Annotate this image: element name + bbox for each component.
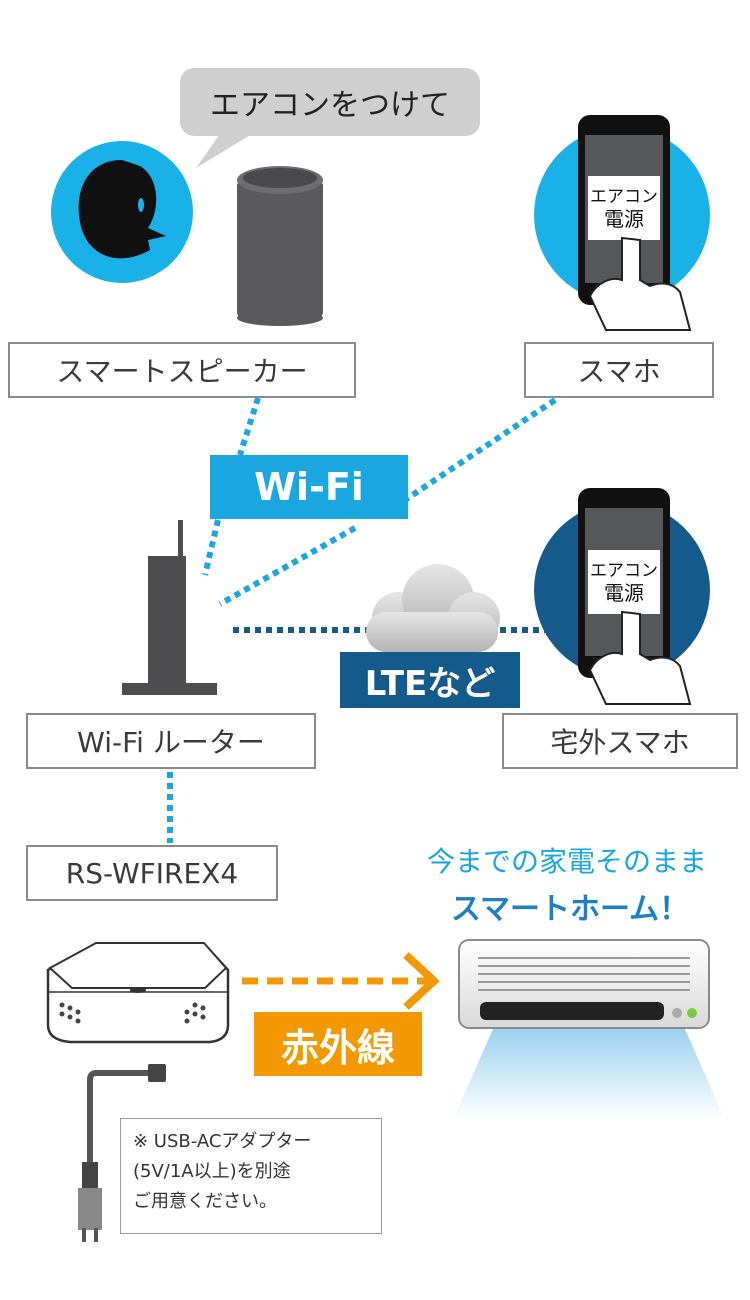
- headline-line1: 今までの家電そのまま: [426, 845, 707, 878]
- adapter-note-line3: ご用意ください。: [133, 1191, 277, 1212]
- adapter-note-line1: ※ USB-ACアダプター: [133, 1131, 312, 1152]
- wifi-connection-lines: [167, 397, 557, 843]
- speech-bubble: [180, 68, 480, 168]
- remote-model-label: RS-WFIREX4: [26, 845, 278, 901]
- adapter-note: ※ USB-ACアダプター (5V/1A以上)を別途 ご用意ください。: [120, 1118, 382, 1234]
- remote-device-icon: [46, 942, 230, 1044]
- headline-line2: スマートホーム！: [450, 892, 690, 927]
- air-conditioner-icon: [453, 939, 725, 1120]
- router-label: Wi-Fi ルーター: [26, 713, 316, 769]
- smart-speaker-icon: [237, 166, 323, 326]
- infrared-tag: 赤外線: [254, 1012, 422, 1076]
- usb-cable-icon: [78, 1064, 166, 1242]
- smartphone-icon: [534, 115, 710, 331]
- infrared-arrow-icon: [242, 952, 440, 1010]
- adapter-note-line2: (5V/1A以上)を別途: [133, 1161, 291, 1182]
- phone-screen-line2: 電源: [604, 207, 644, 231]
- speech-bubble-text: エアコンをつけて: [210, 88, 450, 123]
- lte-tag: LTEなど: [340, 652, 520, 708]
- outside-smartphone-icon: [534, 488, 710, 705]
- outside-phone-screen-line1: エアコン: [590, 561, 658, 581]
- wifi-tag: Wi-Fi: [210, 455, 408, 519]
- wifi-router-icon: [122, 520, 217, 695]
- outside-smartphone-label: 宅外スマホ: [502, 713, 738, 769]
- smart-speaker-label: スマートスピーカー: [8, 342, 356, 398]
- user-avatar-icon: [51, 141, 193, 283]
- smartphone-label: スマホ: [524, 342, 714, 398]
- phone-screen: エアコン 電源: [588, 176, 660, 240]
- outside-phone-screen-line2: 電源: [604, 581, 644, 605]
- cloud-icon: [366, 564, 500, 652]
- outside-phone-screen: エアコン 電源: [588, 550, 660, 614]
- phone-screen-line1: エアコン: [590, 187, 658, 207]
